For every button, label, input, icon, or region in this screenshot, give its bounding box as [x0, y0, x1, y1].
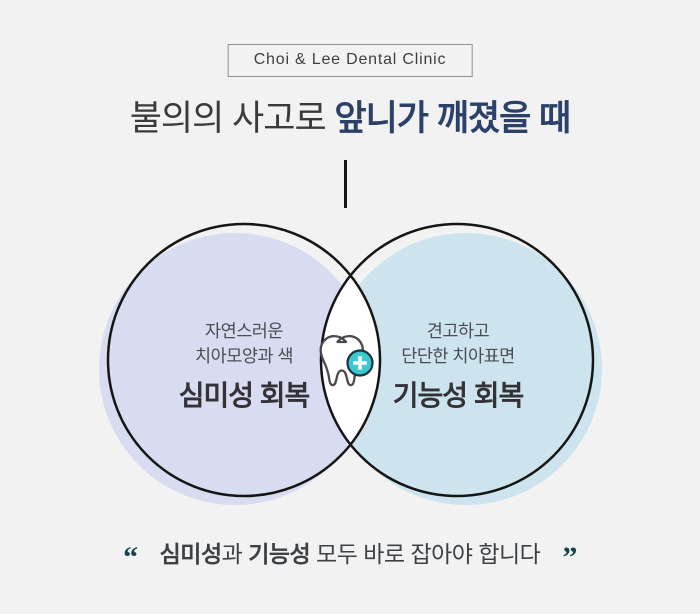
left-circle-outline — [106, 222, 382, 498]
left-circle-line1: 자연스러운 — [205, 321, 284, 341]
right-circle-fill — [330, 233, 602, 505]
quote-normal-1: 과 — [221, 541, 249, 567]
left-circle-fill — [99, 233, 371, 505]
right-circle-outline — [319, 222, 595, 498]
page-title: 불의의 사고로 앞니가 깨졌을 때 — [0, 90, 700, 141]
right-circle-text: 견고하고 단단한 치아표면 기능성 회복 — [348, 319, 568, 415]
left-circle-line2: 치아모양과 색 — [195, 345, 293, 366]
title-connector-line — [344, 160, 347, 208]
left-circle-text: 자연스러운 치아모양과 색 심미성 회복 — [134, 319, 354, 415]
left-circle-headline: 심미성 회복 — [178, 379, 311, 411]
quote-text: 심미성과 기능성 모두 바로 잡아야 합니다 — [160, 541, 541, 569]
clinic-name-badge: Choi & Lee Dental Clinic — [227, 44, 473, 77]
title-emphasis-part: 앞니가 깨졌을 때 — [334, 99, 571, 138]
bottom-quote: “ 심미성과 기능성 모두 바로 잡아야 합니다 ” — [0, 541, 700, 574]
right-circle-line2: 단단한 치아표면 — [401, 345, 515, 366]
open-quote-mark: “ — [123, 541, 138, 574]
quote-bold-functional: 기능성 — [248, 541, 311, 567]
tooth-plus-icon — [319, 334, 374, 387]
right-circle-headline: 기능성 회복 — [392, 379, 525, 411]
plus-icon — [353, 356, 367, 370]
right-circle-line1: 견고하고 — [426, 321, 490, 341]
close-quote-mark: ” — [562, 541, 577, 574]
quote-normal-2: 모두 바로 잡아야 합니다 — [310, 541, 541, 567]
title-normal-part: 불의의 사고로 — [129, 99, 335, 138]
quote-bold-aesthetic: 심미성 — [159, 541, 222, 567]
